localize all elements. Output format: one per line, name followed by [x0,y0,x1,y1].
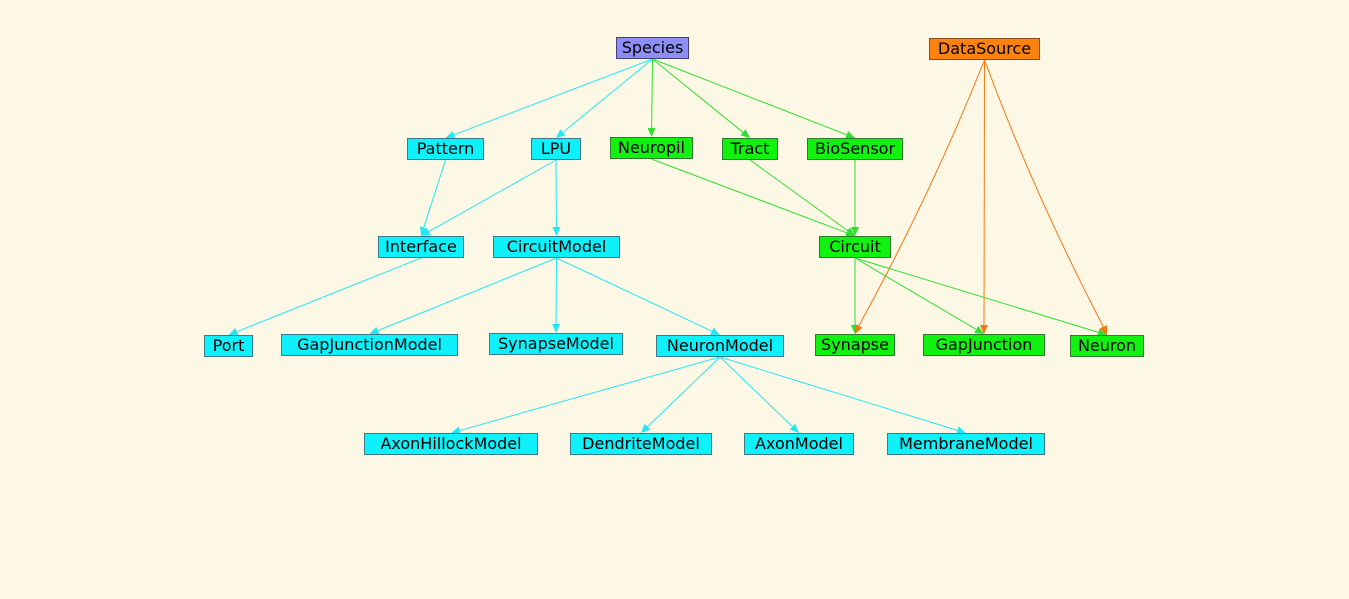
edge-tract-to-circuit [749,159,849,232]
edge-circuit-to-gapjunction [854,257,977,330]
node-synapsemodel[interactable]: SynapseModel [489,333,623,355]
arrowhead-lpu-to-interface [421,228,431,236]
arrowhead-datasource-to-neuron [1099,325,1107,335]
edge-circuit-to-neuron [854,257,1099,333]
arrowhead-neuronmodel-to-axonmodel [789,423,799,433]
edge-neuronmodel-to-membranemodel [719,356,958,431]
node-dendritemodel[interactable]: DendriteModel [570,433,712,455]
arrowhead-datasource-to-gapjunction [980,325,988,334]
node-axonhillockmodel[interactable]: AxonHillockModel [364,433,538,455]
node-interface[interactable]: Interface [378,236,464,258]
arrowhead-circuitmodel-to-gapjunctionmodel [369,326,380,335]
edge-datasource-to-synapse [858,59,985,327]
node-neuronmodel[interactable]: NeuronModel [656,335,784,357]
arrowhead-species-to-pattern [445,131,456,139]
edge-species-to-lpu [562,58,653,133]
node-biosensor[interactable]: BioSensor [807,138,903,160]
node-species[interactable]: Species [616,37,689,59]
node-lpu[interactable]: LPU [531,138,581,160]
edge-neuropil-to-circuit [651,158,847,234]
arrowhead-neuronmodel-to-membranemodel [956,426,966,435]
node-tract[interactable]: Tract [722,138,778,160]
arrowhead-species-to-biosensor [845,131,855,139]
arrowhead-lpu-to-circuitmodel [552,227,561,236]
node-axonmodel[interactable]: AxonModel [744,433,854,455]
node-circuitmodel[interactable]: CircuitModel [493,236,620,258]
arrowhead-pattern-to-interface [420,226,428,236]
node-gapjunctionmodel[interactable]: GapJunctionModel [281,334,458,356]
edge-circuitmodel-to-gapjunctionmodel [377,257,557,332]
arrowhead-tract-to-circuit [845,227,855,236]
node-neuropil[interactable]: Neuropil [610,137,693,159]
arrowhead-interface-to-port [228,327,239,336]
arrowhead-circuitmodel-to-synapsemodel [552,324,561,333]
edge-species-to-tract [652,58,744,133]
node-pattern[interactable]: Pattern [407,138,484,160]
arrowhead-species-to-neuropil [647,127,656,137]
edge-species-to-biosensor [652,58,847,136]
node-port[interactable]: Port [204,335,253,357]
node-circuit[interactable]: Circuit [819,236,891,258]
arrowhead-circuit-to-gapjunction [974,326,984,334]
edge-species-to-pattern [453,58,653,136]
edge-neuronmodel-to-axonhillockmodel [459,356,721,432]
arrowhead-datasource-to-synapse [855,324,863,334]
arrowhead-circuitmodel-to-neuronmodel [710,327,720,335]
edge-neuronmodel-to-dendritemodel [647,356,721,428]
node-membranemodel[interactable]: MembraneModel [887,433,1045,455]
node-gapjunction[interactable]: GapJunction [923,334,1045,356]
arrowhead-species-to-tract [740,129,750,138]
arrowhead-neuronmodel-to-dendritemodel [641,423,651,433]
edge-circuitmodel-to-neuronmodel [556,257,713,332]
edge-datasource-to-neuron [984,59,1104,328]
edge-lpu-to-interface [428,159,557,233]
edge-neuronmodel-to-axonmodel [719,356,793,428]
arrowhead-biosensor-to-circuit [851,227,859,236]
edge-species-to-neuropil [651,58,653,129]
node-synapse[interactable]: Synapse [815,334,895,356]
edge-pattern-to-interface [423,159,446,228]
edge-interface-to-port [236,257,422,333]
node-datasource[interactable]: DataSource [929,38,1040,60]
node-neuron[interactable]: Neuron [1070,335,1144,357]
arrowhead-circuit-to-neuron [1097,328,1107,337]
arrowhead-species-to-lpu [556,129,566,138]
arrowhead-neuronmodel-to-axonhillockmodel [451,426,461,435]
